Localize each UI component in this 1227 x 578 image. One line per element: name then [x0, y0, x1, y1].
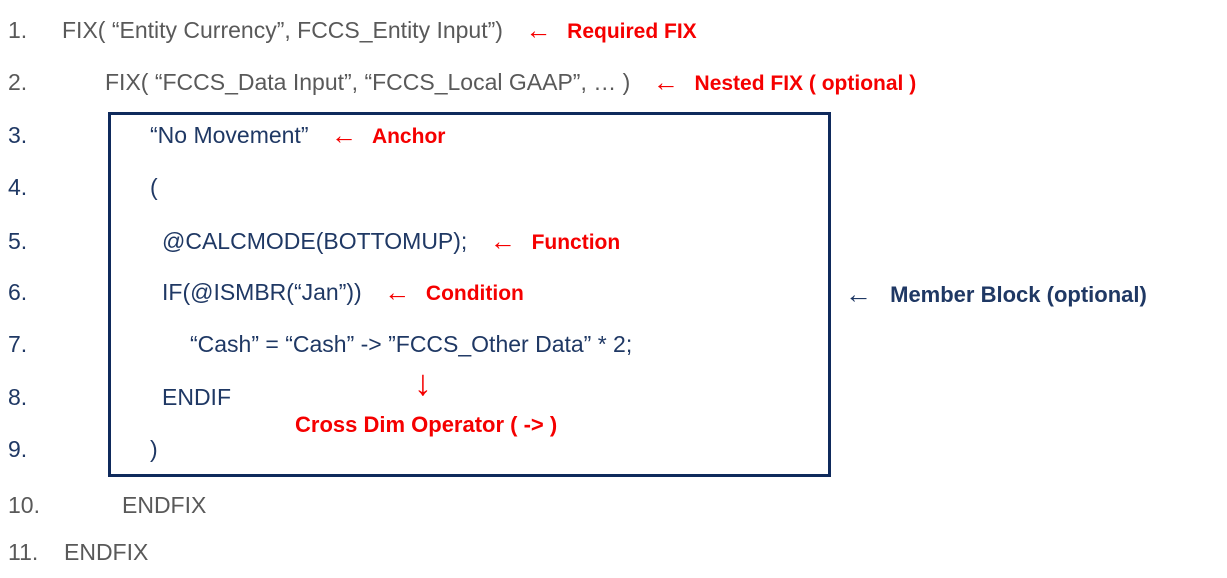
left-arrow-icon: ← [652, 67, 679, 97]
code-line-8: 8. ENDIF [0, 382, 1227, 414]
left-arrow-icon: ← [384, 277, 411, 307]
callout-label: Required FIX [567, 20, 697, 43]
code-text: ENDFIX [122, 492, 207, 518]
line-number: 2. [8, 69, 28, 95]
line-number: 8. [8, 384, 28, 410]
code-text: IF(@ISMBR(“Jan”)) [162, 279, 362, 305]
line-number: 9. [8, 436, 28, 462]
code-text: ENDIF [162, 384, 231, 410]
line-number: 5. [8, 228, 28, 254]
callout-function: ← Function [490, 226, 621, 258]
callout-label: Member Block (optional) [890, 282, 1147, 307]
code-text: ) [150, 436, 158, 462]
line-number: 11. [8, 539, 39, 565]
down-arrow-icon: ↓ [414, 362, 432, 403]
callout-required-fix: ← Required FIX [525, 15, 696, 47]
callout-anchor: ← Anchor [331, 120, 446, 152]
callout-label: Function [531, 231, 621, 254]
line-number: 4. [8, 174, 28, 200]
callout-label: Condition [425, 282, 524, 305]
code-line-10: 10. ENDFIX [0, 490, 1227, 522]
code-text: ENDFIX [64, 539, 149, 565]
code-text: ( [150, 174, 158, 200]
code-text: “Cash” = “Cash” -> ”FCCS_Other Data” * 2… [190, 331, 633, 357]
left-arrow-icon: ← [845, 279, 872, 309]
line-number: 3. [8, 122, 28, 148]
code-text: FIX( “Entity Currency”, FCCS_Entity Inpu… [62, 17, 503, 43]
member-block-box [108, 112, 831, 477]
code-text: @CALCMODE(BOTTOMUP); [162, 228, 468, 254]
left-arrow-icon: ← [525, 15, 552, 45]
code-line-7: 7. “Cash” = “Cash” -> ”FCCS_Other Data” … [0, 329, 1227, 361]
code-line-4: 4. ( [0, 172, 1227, 204]
callout-cross-dim: Cross Dim Operator ( -> ) [295, 412, 558, 437]
callout-label: Anchor [371, 125, 446, 148]
callout-nested-fix: ← Nested FIX ( optional ) [653, 67, 917, 99]
code-text: FIX( “FCCS_Data Input”, “FCCS_Local GAAP… [105, 69, 631, 95]
code-line-1: 1. FIX( “Entity Currency”, FCCS_Entity I… [0, 15, 1227, 47]
code-line-6: 6. IF(@ISMBR(“Jan”)) ← Condition [0, 277, 1227, 309]
left-arrow-icon: ← [330, 120, 357, 150]
code-line-9: 9. ) [0, 434, 1227, 466]
line-number: 7. [8, 331, 28, 357]
code-text: “No Movement” [150, 122, 309, 148]
callout-member-block: ← Member Block (optional) [845, 279, 1147, 310]
code-line-3: 3. “No Movement” ← Anchor [0, 120, 1227, 152]
line-number: 10. [8, 492, 40, 518]
code-line-5: 5. @CALCMODE(BOTTOMUP); ← Function [0, 226, 1227, 258]
line-number: 1. [8, 17, 28, 43]
code-line-2: 2. FIX( “FCCS_Data Input”, “FCCS_Local G… [0, 67, 1227, 99]
line-number: 6. [8, 279, 28, 305]
callout-condition: ← Condition [384, 277, 524, 309]
code-line-11: 11. ENDFIX [0, 537, 1227, 569]
callout-label: Nested FIX ( optional ) [694, 72, 917, 95]
left-arrow-icon: ← [489, 226, 516, 256]
